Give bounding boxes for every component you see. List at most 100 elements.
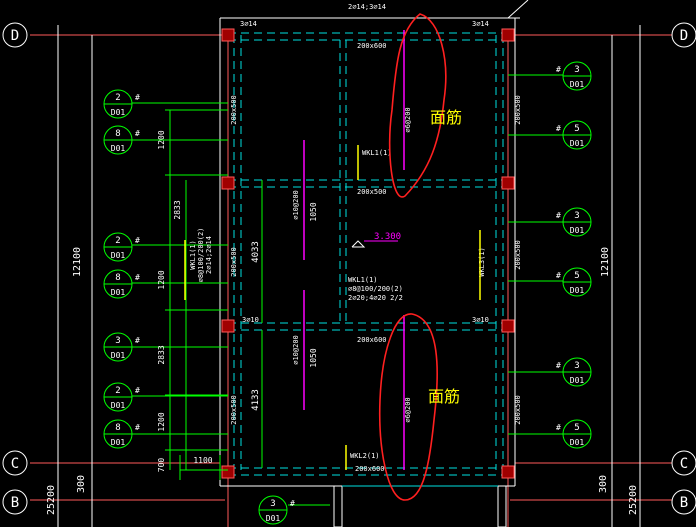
beam-size-low: 200x600: [357, 336, 387, 344]
opening-tag-left[interactable]: 3 D01 #: [103, 332, 228, 362]
opening-num: 2: [115, 93, 120, 103]
dim-seg-2833-a: 2833: [173, 200, 182, 219]
axis-bubble-b-left[interactable]: [2, 489, 28, 515]
column-mid-right: [501, 176, 515, 190]
dim-right-300: 300: [598, 475, 609, 493]
opening-tag-left[interactable]: 8 D01 #: [103, 125, 228, 155]
elevation-marker[interactable]: 3.300: [351, 232, 401, 248]
opening-tag-right[interactable]: 3 D01 #: [508, 61, 592, 91]
opening-tag-right[interactable]: 3 D01 #: [508, 357, 592, 387]
opening-code: D01: [266, 514, 281, 523]
opening-mark: #: [135, 386, 140, 395]
top-diagonal: [507, 0, 529, 19]
opening-tag-left[interactable]: 2 D01 #: [103, 89, 228, 119]
axis-labels: D D C C B B: [11, 28, 688, 511]
opening-tag-left[interactable]: 2 D01 #: [103, 232, 228, 262]
column-low-left: [221, 319, 235, 333]
beam-size-bottom: 200x600: [355, 465, 385, 473]
axis-bubble-d-left[interactable]: [2, 22, 28, 48]
annotation-label-bottom: 面筋: [428, 387, 460, 406]
wkl1-top-label: WKL1(1): [362, 149, 392, 157]
opening-num: 5: [574, 124, 579, 134]
opening-num: 5: [574, 271, 579, 281]
opening-mark: #: [556, 65, 561, 74]
elevation-value: 3.300: [374, 232, 401, 242]
beam-lines: [228, 32, 508, 476]
opening-num: 3: [574, 65, 579, 75]
dim-left-25200: 25200: [46, 485, 57, 515]
opening-mark: #: [556, 423, 561, 432]
annotation-loop-top[interactable]: [388, 13, 447, 198]
axis-label-d-right: D: [680, 28, 688, 44]
axis-bubble-c-right[interactable]: [671, 450, 696, 476]
wall-left-1: 200x500: [230, 95, 238, 125]
column-d-right: [501, 28, 515, 42]
face-rebar-top-label: ⌀6@200: [404, 107, 412, 132]
face-rebar-bottom-label: ⌀6@200: [404, 397, 412, 422]
dim-seg-1200-c: 1200: [157, 412, 166, 431]
opening-mark: #: [556, 124, 561, 133]
annotation-loop-bottom[interactable]: [378, 313, 438, 501]
opening-mark: #: [135, 93, 140, 102]
opening-tag-right[interactable]: 5 D01 #: [508, 120, 592, 150]
opening-tag-left[interactable]: 8 D01 #: [103, 419, 228, 449]
beam-top-note: 2⌀14;3⌀14: [348, 3, 386, 11]
column-low-right: [501, 319, 515, 333]
axis-label-c-right: C: [680, 456, 688, 472]
opening-tag-left[interactable]: 8 D01 #: [103, 269, 228, 299]
opening-code: D01: [570, 286, 585, 295]
opening-code: D01: [570, 226, 585, 235]
dim-inner-1050-a: 1050: [309, 202, 318, 221]
opening-tag-right[interactable]: 5 D01 #: [508, 419, 592, 449]
axis-label-b-left: B: [11, 495, 19, 511]
opening-code: D01: [570, 376, 585, 385]
wall-left-3: 200x500: [230, 395, 238, 425]
dim-inner-4133: 4133: [251, 389, 261, 411]
wall-right-3: 200x500: [514, 395, 522, 425]
opening-tag-right[interactable]: 3 D01 #: [508, 207, 592, 237]
annotation-label-top: 面筋: [430, 108, 462, 127]
dim-left-300: 300: [76, 475, 87, 493]
slab-rebar-upper: ⌀10@200: [292, 190, 300, 220]
dim-right-total: 12100: [600, 247, 611, 277]
wkl2-label: WKL2(1): [350, 452, 380, 460]
opening-num: 5: [574, 423, 579, 433]
opening-num: 8: [115, 129, 120, 139]
left-beam-stirrup: ⌀8@100/200(2): [197, 228, 205, 283]
opening-mark: #: [135, 129, 140, 138]
axis-bubble-d-right[interactable]: [671, 22, 696, 48]
axis-bubbles: [2, 22, 696, 515]
opening-num: 3: [574, 361, 579, 371]
opening-tag-left[interactable]: 2 D01 #: [103, 382, 228, 412]
opening-mark: #: [290, 499, 295, 508]
axis-bubble-b-right[interactable]: [671, 489, 696, 515]
opening-code: D01: [111, 351, 126, 360]
red-annotations: [378, 13, 447, 501]
dim-inner-1050-b: 1050: [309, 348, 318, 367]
opening-num: 3: [115, 336, 120, 346]
dim-left-total: 12100: [72, 247, 83, 277]
axis-label-c-left: C: [11, 456, 19, 472]
wkl3-label: WKL3(1): [478, 247, 486, 277]
dim-right-25200: 25200: [628, 485, 639, 515]
axis-label-d-left: D: [11, 28, 19, 44]
axis-lines: [30, 34, 672, 527]
rebar-mid-left: 3⌀10: [242, 316, 259, 324]
dim-seg-1100: 1100: [193, 456, 212, 465]
left-beam-label: WKL1(1): [189, 240, 197, 270]
rebar-lines: [184, 30, 481, 470]
dim-seg-700: 700: [157, 458, 166, 473]
opening-code: D01: [111, 108, 126, 117]
column-c-left: [221, 465, 235, 479]
dim-inner-4033: 4033: [251, 241, 261, 263]
opening-tag-right[interactable]: 5 D01 #: [508, 267, 592, 297]
opening-tag-left[interactable]: 3 D01 #: [258, 495, 330, 525]
grid-lines: [57, 0, 641, 527]
opening-code: D01: [111, 401, 126, 410]
dim-seg-1200-b: 1200: [157, 270, 166, 289]
opening-code: D01: [111, 438, 126, 447]
opening-code: D01: [111, 251, 126, 260]
axis-bubble-c-left[interactable]: [2, 450, 28, 476]
opening-mark: #: [556, 361, 561, 370]
